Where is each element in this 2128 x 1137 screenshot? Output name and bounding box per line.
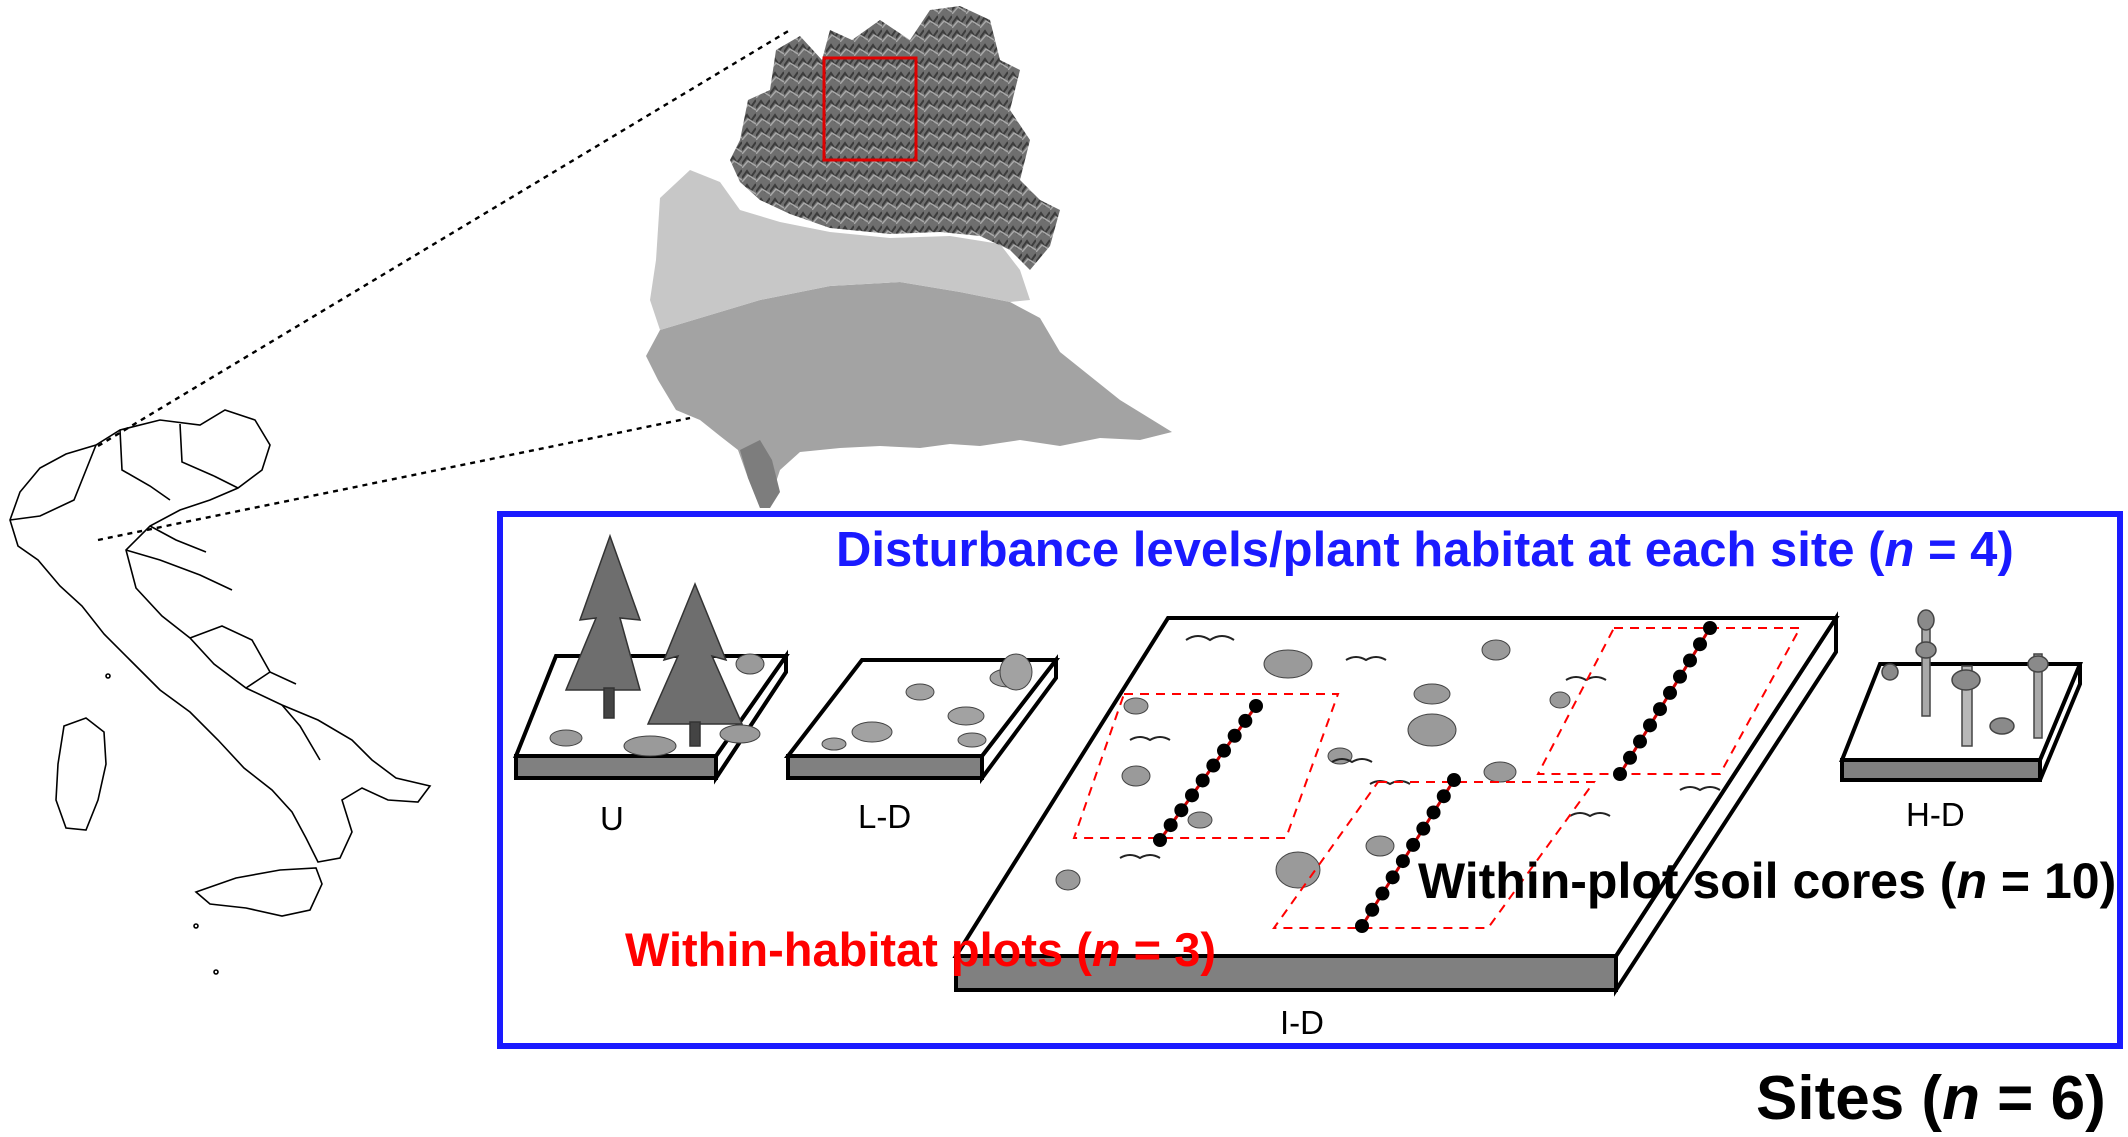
conifer-tree-icon xyxy=(564,533,744,747)
flower-icon xyxy=(1055,639,1571,891)
soil-core-transect xyxy=(1618,627,1712,775)
flower-icon xyxy=(1881,609,2049,747)
soil-core-dot-icon xyxy=(1355,919,1369,933)
habitat-label-hd-text: H-D xyxy=(1906,796,1965,833)
lombardy-relief-map-icon xyxy=(646,6,1172,508)
habitat-label-u-text: U xyxy=(600,800,624,837)
soil-core-dot-icon xyxy=(1416,821,1431,836)
sites-label: Sites (n = 6) xyxy=(1756,1064,2106,1133)
soil-core-dot-icon xyxy=(1185,788,1199,803)
soil-core-dot-icon xyxy=(1663,685,1677,700)
habitat-label-id-text: I-D xyxy=(1280,1004,1324,1041)
soil-core-dot-icon xyxy=(1163,818,1178,833)
soil-core-dot-icon xyxy=(1613,767,1627,781)
habitat-box xyxy=(497,511,2123,1049)
soil-core-transect xyxy=(1158,705,1258,841)
cores-label: Within-plot soil cores (n = 10) xyxy=(1418,853,2117,909)
soil-core-dot-icon xyxy=(1174,803,1189,818)
soil-core-dot-icon xyxy=(1238,713,1253,728)
soil-core-dot-icon xyxy=(1217,743,1231,758)
habitat-u-platform xyxy=(513,533,790,785)
soil-core-dot-icon xyxy=(1153,833,1167,847)
within-habitat-plots xyxy=(1072,627,1802,929)
soil-core-dot-icon xyxy=(1683,653,1697,668)
habitat-title: Disturbance levels/plant habitat at each… xyxy=(836,523,2014,577)
grass-tuft-icon xyxy=(549,653,765,757)
soil-core-dot-icon xyxy=(1406,837,1421,852)
soil-core-dot-icon xyxy=(1633,734,1647,749)
habitat-ld-platform xyxy=(783,653,1061,785)
soil-core-dot-icon xyxy=(1643,718,1657,733)
italy-map-icon xyxy=(9,409,432,975)
soil-core-transect xyxy=(1360,779,1456,927)
soil-core-dot-icon xyxy=(1365,902,1380,917)
soil-core-dot-icon xyxy=(1693,637,1707,652)
soil-core-dot-icon xyxy=(1447,773,1461,787)
soil-core-dot-icon xyxy=(1426,805,1441,820)
soil-core-dot-icon xyxy=(1385,870,1400,885)
soil-core-dot-icon xyxy=(1395,854,1410,869)
soil-core-dot-icon xyxy=(1227,728,1242,743)
soil-core-dot-icon xyxy=(1436,789,1451,804)
soil-core-dot-icon xyxy=(1623,750,1637,765)
soil-core-dot-icon xyxy=(1653,702,1667,717)
habitat-label-ld-text: L-D xyxy=(858,798,912,835)
soil-core-dot-icon xyxy=(1703,621,1717,635)
soil-cores xyxy=(1153,621,1717,933)
study-area-highlight xyxy=(822,56,918,162)
grass-tuft-icon xyxy=(821,653,1033,751)
soil-core-dot-icon xyxy=(1206,758,1221,773)
habitat-hd-platform xyxy=(1839,609,2083,782)
zoom-lines xyxy=(97,28,791,542)
soil-core-dot-icon xyxy=(1673,669,1687,684)
plots-label: Within-habitat plots (n = 3) xyxy=(625,923,1216,976)
soil-core-dot-icon xyxy=(1195,773,1210,788)
soil-core-dot-icon xyxy=(1249,699,1263,713)
soil-core-dot-icon xyxy=(1375,886,1390,901)
habitat-id-platform xyxy=(952,611,1840,997)
grass-tuft-icon xyxy=(1119,635,1721,860)
